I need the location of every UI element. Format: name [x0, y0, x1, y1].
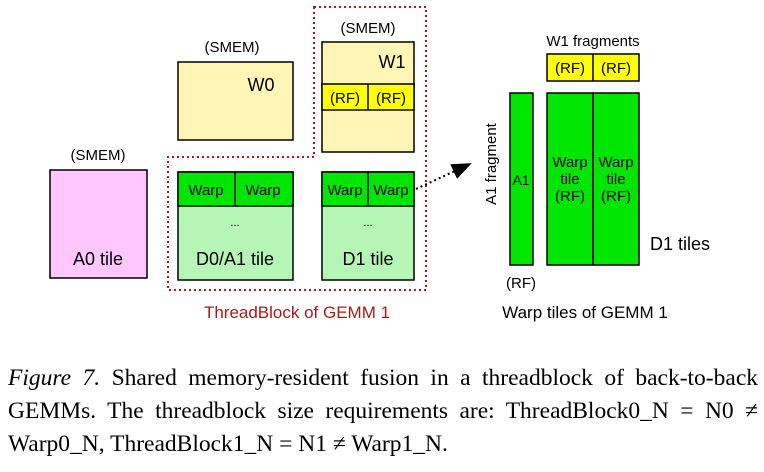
- w0-box: [177, 61, 294, 141]
- warp-tile-right-line3: (RF): [601, 188, 631, 205]
- w1-frag-rf-left: (RF): [555, 60, 585, 77]
- d0-a1-tile-label: D0/A1 tile: [196, 249, 274, 269]
- d0-dots: ...: [230, 217, 239, 229]
- caption-text: Shared memory-resident fusion in a threa…: [8, 365, 758, 457]
- d1-tile-label: D1 tile: [342, 249, 393, 269]
- threadblock-outline: [167, 6, 427, 291]
- figure-label: Figure 7.: [8, 365, 101, 391]
- d0-warp-left: Warp: [188, 182, 223, 199]
- w1-label: W1: [379, 52, 406, 72]
- w1-frag-rf-right: (RF): [601, 60, 631, 77]
- warp-tiles-label: Warp tiles of GEMM 1: [502, 303, 668, 322]
- d1-tiles-label: D1 tiles: [650, 234, 710, 254]
- warp-tile-left-line2: tile: [560, 171, 579, 188]
- d1-warp-right: Warp: [373, 182, 408, 199]
- w1-rf-right: (RF): [376, 90, 406, 107]
- warp-tile-right-line1: Warp: [598, 154, 633, 171]
- w1-fragments-label: W1 fragments: [546, 33, 639, 50]
- dotted-arrow: [415, 163, 472, 190]
- warp-tile-left-line1: Warp: [552, 154, 587, 171]
- diagram-svg: (SMEM) A0 tile (SMEM) W0 (SMEM) W1 (RF) …: [49, 6, 710, 322]
- smem-label-w1: (SMEM): [341, 20, 396, 37]
- warp-tile-right-line2: tile: [606, 171, 625, 188]
- d1-warp-left: Warp: [327, 182, 362, 199]
- warp-tile-left-line3: (RF): [555, 188, 585, 205]
- a1-fragment-label: A1 fragment: [483, 122, 500, 205]
- w1-rf-left: (RF): [330, 90, 360, 107]
- a1-rf-label: (RF): [506, 275, 536, 292]
- threadblock-label: ThreadBlock of GEMM 1: [204, 303, 390, 322]
- figure-caption: Figure 7. Shared memory-resident fusion …: [8, 362, 758, 461]
- w0-label: W0: [248, 75, 275, 95]
- a0-tile-label: A0 tile: [73, 249, 123, 269]
- a0-tile-box: [49, 169, 148, 279]
- d0-warp-right: Warp: [245, 182, 280, 199]
- a1-label: A1: [512, 172, 529, 188]
- d1-dots: ...: [363, 217, 372, 229]
- warp-tile-left: [546, 92, 594, 266]
- smem-label-a0: (SMEM): [71, 147, 126, 164]
- a1-fragment-bar: [509, 92, 534, 266]
- warp-tile-right: [592, 92, 640, 266]
- smem-label-w0: (SMEM): [205, 39, 260, 56]
